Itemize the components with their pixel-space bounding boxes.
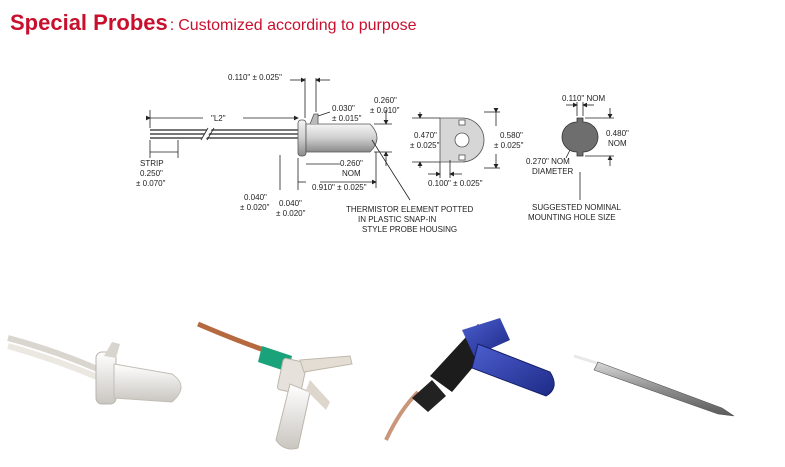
dim-0470-value: 0.470" — [414, 131, 437, 140]
dim-0270-value: 0.270" NOM — [526, 157, 570, 166]
dim-0260-a: 0.260" — [374, 96, 397, 105]
dim-0470-tolerance: ± 0.025" — [410, 141, 440, 150]
photo-needle-probe — [573, 354, 735, 417]
dim-0110nom: 0.110" NOM — [562, 94, 605, 103]
dim-0100: 0.100" ± 0.025" — [428, 179, 483, 188]
dim-0910: 0.910" ± 0.025" — [312, 183, 367, 192]
mounting-hole-view — [561, 102, 614, 200]
photo-white-snap-in-probe — [7, 335, 182, 405]
dim-0030-b: ± 0.015" — [332, 114, 362, 123]
probe-front-view — [412, 108, 500, 178]
dim-top-offset: 0.110" ± 0.025" — [228, 73, 282, 82]
strip-label: STRIP — [140, 159, 164, 168]
dim-0260nom-value: 0.260" — [340, 159, 363, 168]
note-line-2: IN PLASTIC SNAP-IN — [358, 215, 436, 224]
page-title: Special Probes:Customized according to p… — [10, 10, 417, 36]
dim-0270-label: DIAMETER — [532, 167, 574, 176]
strip-value: 0.250" — [140, 169, 163, 178]
dim-0040b-value: 0.040" — [279, 199, 302, 208]
photo-blue-housing-probe — [384, 318, 555, 441]
dim-0580-tolerance: ± 0.025" — [494, 141, 524, 150]
hole-note-line-1: SUGGESTED NOMINAL — [532, 203, 621, 212]
dim-0040a-tolerance: ± 0.020" — [240, 203, 270, 212]
hole-note-line-2: MOUNTING HOLE SIZE — [528, 213, 616, 222]
title-separator: : — [169, 17, 175, 34]
dim-0580-value: 0.580" — [500, 131, 523, 140]
title-subtitle: Customized according to purpose — [178, 17, 417, 34]
photo-green-sleeve-probe — [197, 321, 353, 450]
dim-0040a-value: 0.040" — [244, 193, 267, 202]
dim-0480-value: 0.480" — [606, 129, 629, 138]
title-main: Special Probes — [10, 10, 168, 35]
dim-0260nom-label: NOM — [342, 169, 361, 178]
dim-0260-b: ± 0.010" — [370, 106, 400, 115]
strip-tolerance: ± 0.070" — [136, 179, 166, 188]
note-line-1: THERMISTOR ELEMENT POTTED — [346, 205, 473, 214]
dim-0030-a: 0.030" — [332, 104, 355, 113]
dim-l2: "L2" — [211, 114, 226, 123]
probe-side-view — [146, 77, 411, 201]
note-line-3: STYLE PROBE HOUSING — [362, 225, 457, 234]
dim-0480-label: NOM — [608, 139, 627, 148]
dim-0040b-tolerance: ± 0.020" — [276, 209, 306, 218]
